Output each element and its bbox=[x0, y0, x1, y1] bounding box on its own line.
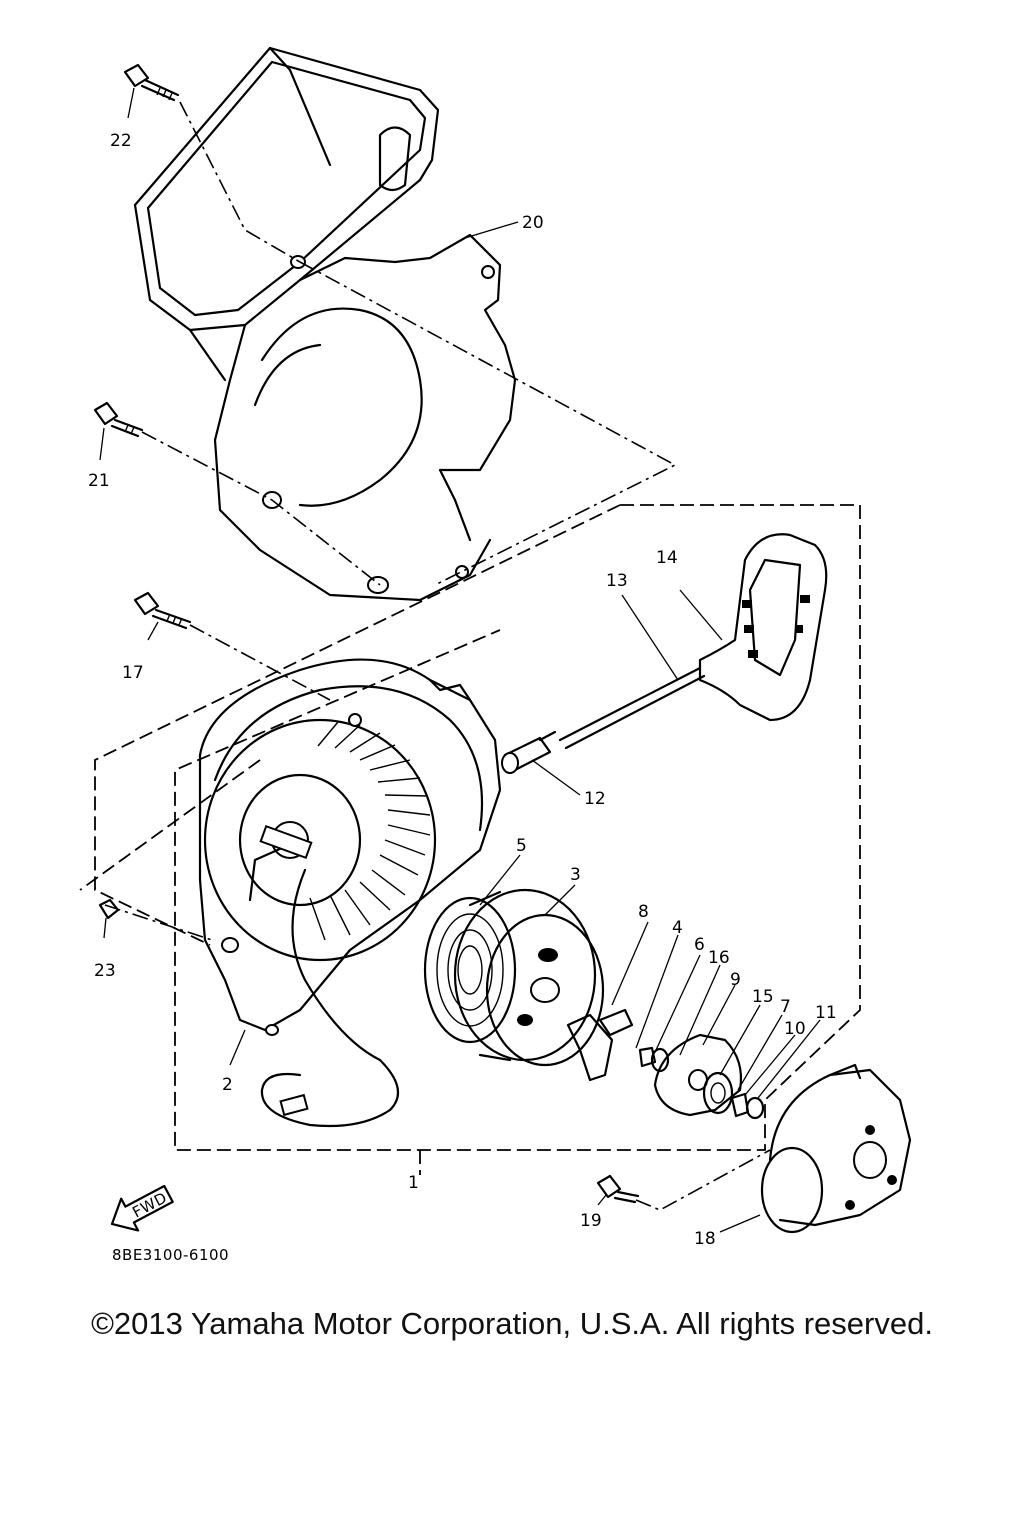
callout-7: 7 bbox=[780, 997, 791, 1017]
callout-labels: 1 2 3 4 5 6 7 8 9 10 11 12 13 14 15 16 1… bbox=[88, 131, 837, 1249]
callout-2: 2 bbox=[222, 1075, 233, 1095]
bolt-part-10 bbox=[730, 1092, 750, 1118]
copyright-notice: ©2013 Yamaha Motor Corporation, U.S.A. A… bbox=[91, 1306, 933, 1341]
callout-6: 6 bbox=[694, 935, 705, 955]
callout-19: 19 bbox=[580, 1211, 602, 1231]
callout-10: 10 bbox=[784, 1019, 806, 1039]
exploded-parts-diagram: FWD 1 2 3 4 5 6 7 8 9 10 11 12 13 14 15 … bbox=[79, 46, 912, 1264]
pawl-spring-part-4 bbox=[638, 1046, 657, 1068]
callout-14: 14 bbox=[656, 548, 678, 568]
nut-part-11 bbox=[745, 1096, 765, 1120]
callout-9: 9 bbox=[730, 970, 741, 990]
assembly-lines bbox=[104, 101, 771, 1211]
bolt-part-19 bbox=[596, 1174, 640, 1204]
fan-shroud-part-20 bbox=[133, 46, 517, 602]
callout-21: 21 bbox=[88, 471, 110, 491]
pulley-part-3 bbox=[453, 888, 605, 1067]
leader-lines bbox=[99, 87, 821, 1233]
starter-cup-part-18 bbox=[760, 1063, 912, 1234]
callout-16: 16 bbox=[708, 948, 730, 968]
cooling-fins bbox=[309, 721, 431, 941]
callout-15: 15 bbox=[752, 987, 774, 1007]
fwd-arrow-icon: FWD bbox=[110, 1184, 174, 1232]
friction-plate-part-9 bbox=[653, 1033, 743, 1117]
drive-pawl-part-8 bbox=[566, 1008, 634, 1082]
bolt-part-22 bbox=[123, 63, 180, 102]
callout-17: 17 bbox=[122, 663, 144, 683]
callout-11: 11 bbox=[815, 1003, 837, 1023]
rope-guide-part-12 bbox=[501, 730, 557, 774]
callout-12: 12 bbox=[584, 789, 606, 809]
bolt-part-21 bbox=[93, 401, 144, 438]
callout-4: 4 bbox=[672, 918, 683, 938]
callout-13: 13 bbox=[606, 571, 628, 591]
assembly-boundary bbox=[79, 504, 861, 1175]
drawing-code: 8BE3100-6100 bbox=[112, 1246, 229, 1264]
callout-1: 1 bbox=[408, 1173, 419, 1193]
callout-8: 8 bbox=[638, 902, 649, 922]
starter-handle-part-14 bbox=[698, 533, 828, 722]
washer-part-6 bbox=[650, 1047, 670, 1073]
callout-5: 5 bbox=[516, 836, 527, 856]
starter-rope-part-13 bbox=[558, 666, 706, 750]
callout-20: 20 bbox=[522, 213, 544, 233]
washer-part-15 bbox=[702, 1071, 734, 1115]
bolt-part-17 bbox=[133, 591, 192, 630]
callout-18: 18 bbox=[694, 1229, 716, 1249]
starter-case-part-2 bbox=[198, 658, 502, 1128]
callout-23: 23 bbox=[94, 961, 116, 981]
recoil-spring-part-5 bbox=[423, 896, 517, 1044]
callout-22: 22 bbox=[110, 131, 132, 151]
callout-3: 3 bbox=[570, 865, 581, 885]
